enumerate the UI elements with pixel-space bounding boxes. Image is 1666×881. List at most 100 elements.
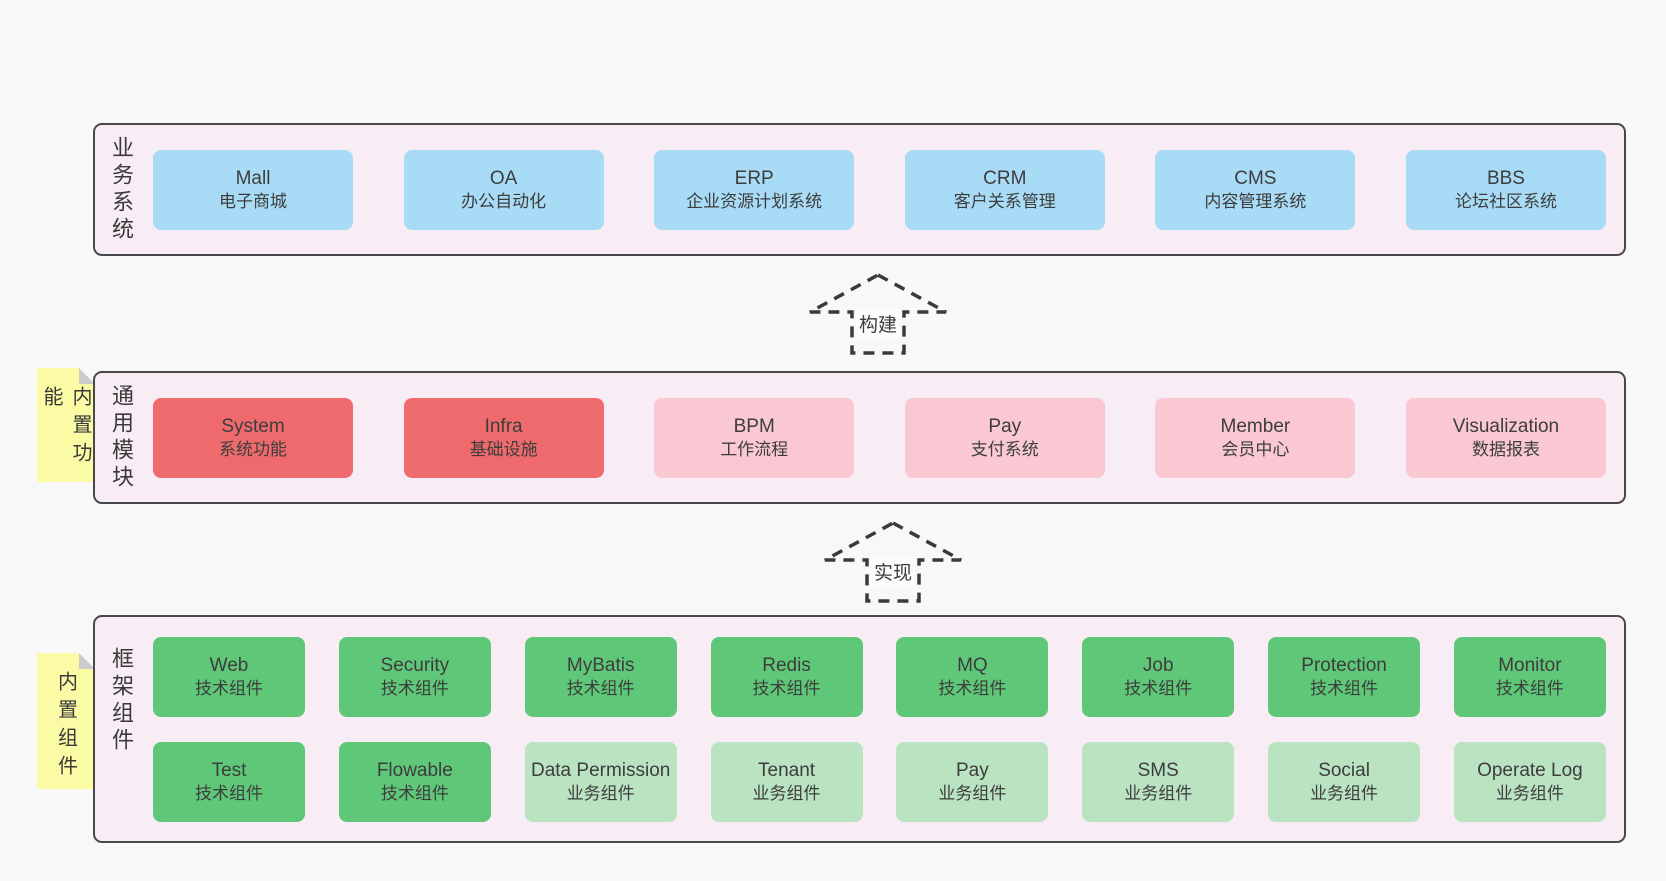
arrow-build: 构建 [807, 272, 949, 356]
box-subtitle: 内容管理系统 [1204, 191, 1307, 211]
box-bpm: BPM 工作流程 [654, 397, 855, 478]
box-title: Protection [1301, 654, 1387, 676]
layer-framework-components: 框架组件 Web 技术组件 Security 技术组件 MyBatis 技术组件… [93, 615, 1626, 843]
box-subtitle: 技术组件 [752, 678, 821, 698]
box-subtitle: 电子商城 [219, 191, 287, 211]
box-monitor: Monitor 技术组件 [1453, 636, 1606, 717]
arrow-label: 实现 [870, 556, 916, 586]
box-subtitle: 支付系统 [970, 439, 1039, 459]
box-test: Test 技术组件 [153, 741, 305, 822]
box-subtitle: 企业资源计划系统 [686, 191, 823, 211]
box-sms: SMS 业务组件 [1082, 741, 1235, 822]
box-social: Social 业务组件 [1268, 741, 1421, 822]
layer-title: 通用模块 [109, 383, 134, 492]
box-subtitle: 技术组件 [380, 678, 449, 698]
box-web: Web 技术组件 [153, 636, 305, 717]
box-subtitle: 数据报表 [1471, 439, 1540, 459]
box-crm: CRM 客户关系管理 [904, 149, 1105, 230]
box-title: Job [1142, 654, 1174, 676]
box-title: SMS [1137, 759, 1179, 781]
box-job: Job 技术组件 [1082, 636, 1235, 717]
box-title: Operate Log [1477, 759, 1583, 781]
box-title: OA [489, 167, 518, 189]
box-bbs: BBS 论坛社区系统 [1405, 149, 1606, 230]
box-title: Infra [484, 415, 523, 437]
box-subtitle: 业务组件 [938, 783, 1007, 803]
box-security: Security 技术组件 [338, 636, 491, 717]
box-title: Security [380, 654, 450, 676]
box-title: Mall [235, 167, 271, 189]
box-subtitle: 办公自动化 [461, 191, 547, 211]
box-subtitle: 技术组件 [566, 678, 635, 698]
box-visualization: Visualization 数据报表 [1405, 397, 1606, 478]
box-operate-log: Operate Log 业务组件 [1453, 741, 1606, 822]
box-title: ERP [734, 167, 774, 189]
box-oa: OA 办公自动化 [403, 149, 604, 230]
box-title: MQ [957, 654, 988, 676]
box-tenant: Tenant 业务组件 [710, 741, 863, 822]
box-title: Pay [988, 415, 1022, 437]
box-protection: Protection 技术组件 [1268, 636, 1421, 717]
layer-title: 框架组件 [109, 647, 134, 755]
box-subtitle: 业务组件 [566, 783, 635, 803]
box-subtitle: 技术组件 [195, 678, 263, 698]
box-title: Monitor [1498, 654, 1562, 676]
box-title: Visualization [1452, 415, 1560, 437]
box-subtitle: 技术组件 [380, 783, 449, 803]
box-title: CMS [1234, 167, 1277, 189]
box-subtitle: 技术组件 [1124, 678, 1193, 698]
box-mall: Mall 电子商城 [153, 149, 353, 230]
box-cms: CMS 内容管理系统 [1155, 149, 1356, 230]
box-mq: MQ 技术组件 [896, 636, 1049, 717]
box-member: Member 会员中心 [1155, 397, 1356, 478]
box-title: Tenant [758, 759, 816, 781]
box-subtitle: 业务组件 [1124, 783, 1193, 803]
box-data-permission: Data Permission 业务组件 [524, 741, 677, 822]
box-title: Test [211, 759, 247, 781]
box-grid: Web 技术组件 Security 技术组件 MyBatis 技术组件 Redi… [147, 617, 1624, 841]
box-subtitle: 技术组件 [1310, 678, 1379, 698]
box-subtitle: 系统功能 [219, 439, 287, 459]
box-mybatis: MyBatis 技术组件 [524, 636, 677, 717]
box-title: Pay [956, 759, 989, 781]
box-title: Redis [762, 654, 811, 676]
box-title: MyBatis [566, 654, 635, 676]
box-pay-module: Pay 支付系统 [904, 397, 1105, 478]
note-label: 内置功能 [40, 386, 91, 470]
box-system: System 系统功能 [153, 397, 353, 478]
box-subtitle: 业务组件 [1495, 783, 1564, 803]
layer-title: 业务系统 [109, 135, 134, 244]
up-arrow-icon [809, 273, 947, 355]
box-subtitle: 技术组件 [195, 783, 263, 803]
box-subtitle: 业务组件 [1310, 783, 1379, 803]
box-title: CRM [983, 167, 1027, 189]
box-subtitle: 技术组件 [938, 678, 1007, 698]
box-row: Web 技术组件 Security 技术组件 MyBatis 技术组件 Redi… [153, 636, 1606, 717]
note-label: 内置组件 [54, 671, 77, 783]
box-title: Social [1318, 759, 1370, 781]
box-title: BPM [733, 415, 775, 437]
box-subtitle: 技术组件 [1495, 678, 1564, 698]
box-title: System [221, 415, 285, 437]
layer-common-modules: 通用模块 System 系统功能 Infra 基础设施 BPM 工作流程 Pay… [93, 371, 1626, 504]
box-subtitle: 会员中心 [1221, 439, 1290, 459]
box-subtitle: 论坛社区系统 [1454, 191, 1557, 211]
box-row: Test 技术组件 Flowable 技术组件 Data Permission … [153, 741, 1606, 822]
box-erp: ERP 企业资源计划系统 [654, 149, 855, 230]
sticky-note-built-in-functions: 内置功能 [37, 368, 95, 482]
box-infra: Infra 基础设施 [403, 397, 604, 478]
box-row: System 系统功能 Infra 基础设施 BPM 工作流程 Pay 支付系统… [147, 373, 1624, 502]
box-row: Mall 电子商城 OA 办公自动化 ERP 企业资源计划系统 CRM 客户关系… [147, 125, 1624, 254]
arrow-label: 构建 [855, 308, 901, 338]
box-title: BBS [1486, 167, 1525, 189]
layer-business-systems: 业务系统 Mall 电子商城 OA 办公自动化 ERP 企业资源计划系统 CRM… [93, 123, 1626, 256]
box-subtitle: 客户关系管理 [953, 191, 1056, 211]
box-title: Member [1220, 415, 1291, 437]
box-title: Web [209, 654, 249, 676]
arrow-implement: 实现 [822, 520, 964, 604]
box-flowable: Flowable 技术组件 [338, 741, 491, 822]
box-title: Data Permission [530, 759, 671, 781]
up-arrow-icon [824, 521, 962, 603]
box-pay-component: Pay 业务组件 [896, 741, 1049, 822]
